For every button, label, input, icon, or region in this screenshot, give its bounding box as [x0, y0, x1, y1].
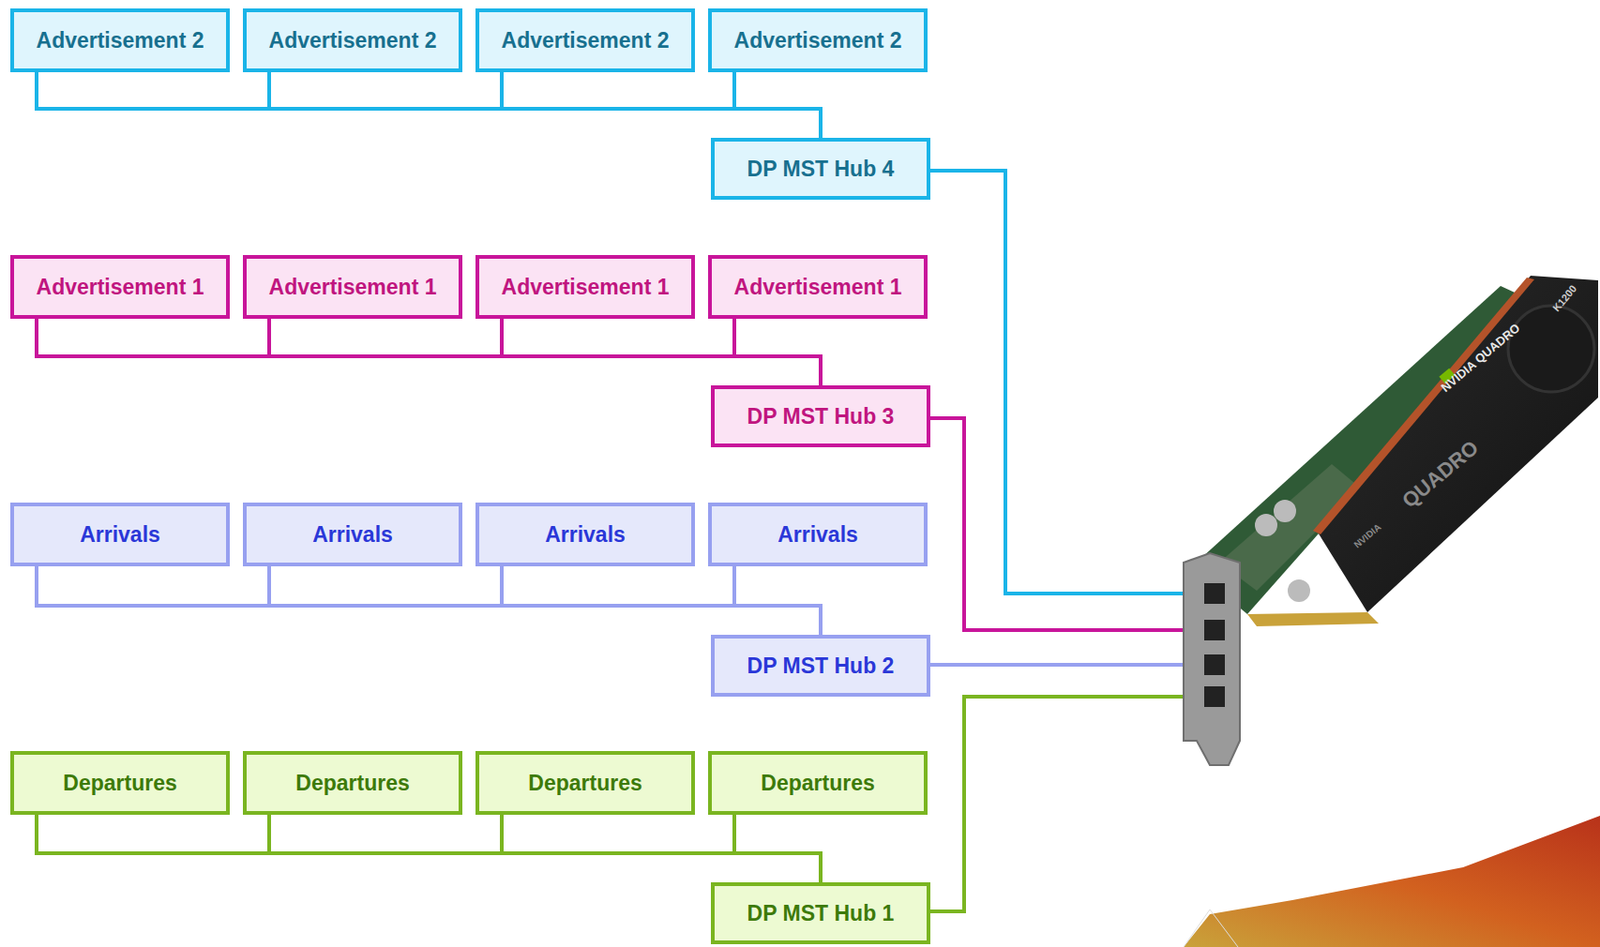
bus-connector: [36, 815, 821, 883]
box-label: Departures: [528, 770, 642, 797]
mst-hub-box: DP MST Hub 3: [710, 385, 931, 448]
box-label: Advertisement 1: [734, 274, 903, 301]
box-label: Advertisement 1: [36, 274, 205, 301]
box-label: Arrivals: [312, 522, 393, 548]
box-label: Advertisement 2: [734, 28, 903, 54]
display-box: Advertisement 1: [475, 255, 695, 319]
display-box: Advertisement 1: [242, 255, 463, 319]
box-label: DP MST Hub 1: [747, 901, 895, 927]
display-box: Arrivals: [475, 502, 695, 567]
display-box: Advertisement 2: [242, 8, 463, 73]
mst-hub-box: DP MST Hub 2: [710, 634, 931, 697]
bus-connector: [501, 566, 821, 635]
corner-outline: [1183, 909, 1238, 947]
bus-connector: [269, 318, 821, 386]
dp-port: [1204, 654, 1225, 676]
dp-cable: [930, 418, 1210, 631]
mst-hub-box: DP MST Hub 4: [710, 137, 931, 200]
box-label: Advertisement 1: [501, 274, 670, 301]
display-box: Departures: [242, 751, 463, 816]
box-label: Advertisement 2: [36, 28, 205, 54]
gpu-capacitor: [1254, 513, 1278, 537]
display-box: Advertisement 2: [475, 8, 695, 73]
box-label: Advertisement 2: [269, 28, 438, 54]
dp-cable: [930, 663, 1210, 667]
display-box: Arrivals: [708, 502, 928, 567]
box-label: Arrivals: [79, 522, 161, 548]
box-label: Advertisement 2: [501, 28, 670, 54]
bus-connector: [36, 566, 821, 635]
display-box: Arrivals: [242, 502, 463, 567]
dp-cable: [930, 170, 1210, 594]
box-label: Departures: [760, 770, 875, 797]
bus-connector: [734, 318, 821, 386]
box-label: DP MST Hub 4: [747, 156, 895, 182]
bus-connector: [734, 72, 821, 138]
bus-connector: [36, 318, 821, 386]
dp-port: [1204, 686, 1225, 708]
bus-connector: [734, 815, 821, 883]
box-label: Arrivals: [544, 522, 626, 548]
bus-connector: [269, 815, 821, 883]
gpu-capacitor: [1287, 579, 1311, 603]
gpu-shroud: [1316, 275, 1599, 613]
dp-port: [1204, 619, 1225, 641]
bus-connector: [269, 566, 821, 635]
box-label: Arrivals: [777, 522, 859, 548]
gpu-heatsink-edge: [1313, 277, 1535, 535]
display-box: Advertisement 1: [10, 255, 230, 319]
corner-decoration: [1183, 815, 1600, 947]
bus-connector: [269, 72, 821, 138]
box-label: Departures: [62, 770, 177, 797]
display-box: Advertisement 2: [708, 8, 928, 73]
gpu-pcie: [1247, 612, 1379, 627]
gpu-bracket: [1183, 553, 1240, 766]
gpu-capacitor: [1273, 499, 1297, 523]
bus-connector: [501, 815, 821, 883]
display-box: Advertisement 1: [708, 255, 928, 319]
mst-hub-box: DP MST Hub 1: [710, 882, 931, 945]
bus-connector: [734, 566, 821, 635]
box-label: Departures: [295, 770, 409, 797]
bus-connector: [36, 72, 821, 138]
display-box: Advertisement 2: [10, 8, 230, 73]
box-label: DP MST Hub 3: [747, 404, 895, 430]
bus-connector: [501, 72, 821, 138]
bus-connector: [501, 318, 821, 386]
dp-port: [1204, 583, 1225, 604]
display-box: Departures: [10, 751, 230, 816]
display-box: Arrivals: [10, 502, 230, 567]
gpu-fan: [1508, 305, 1595, 393]
display-box: Departures: [475, 751, 695, 816]
display-box: Departures: [708, 751, 928, 816]
box-label: Advertisement 1: [269, 274, 438, 301]
box-label: DP MST Hub 2: [747, 653, 895, 680]
dp-cable: [930, 696, 1210, 912]
